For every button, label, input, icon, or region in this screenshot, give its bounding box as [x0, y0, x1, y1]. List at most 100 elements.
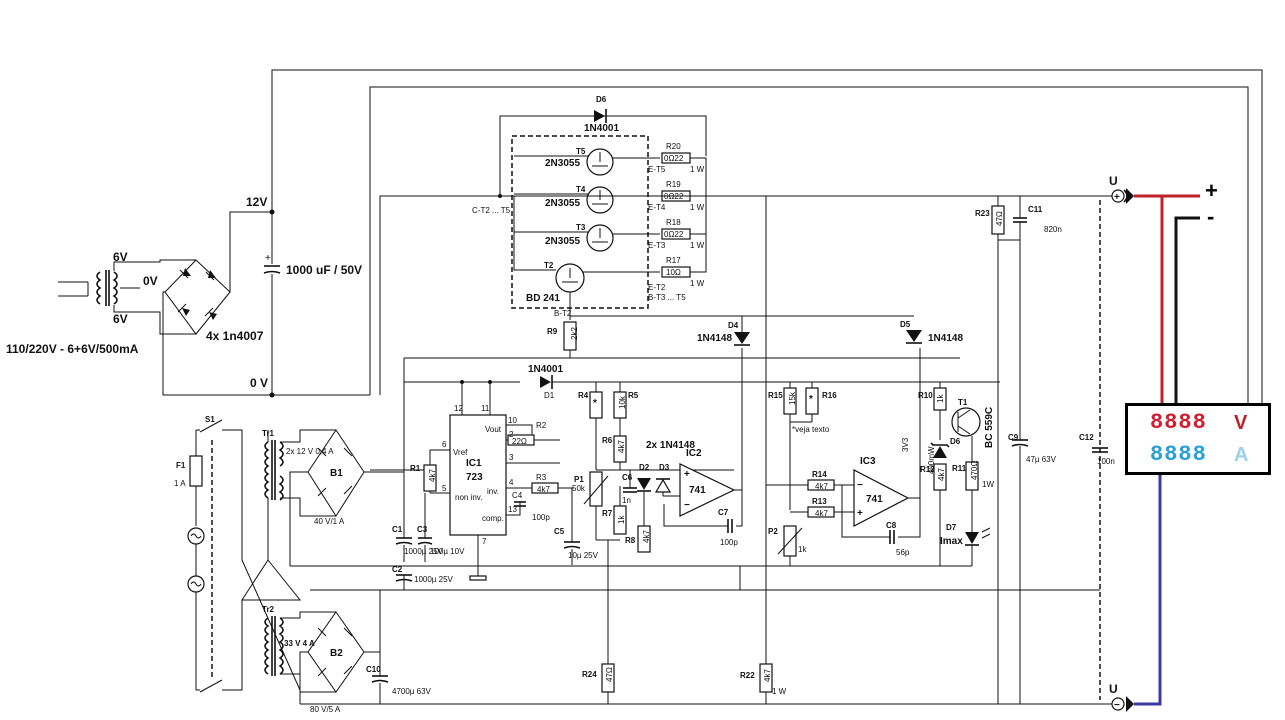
svg-text:741: 741: [689, 485, 706, 496]
svg-text:R20: R20: [666, 142, 681, 151]
svg-text:D2: D2: [639, 463, 650, 472]
bridge-diodes-label: 4x 1n4007: [206, 329, 264, 343]
svg-text:R24: R24: [582, 670, 597, 679]
svg-text:4k7: 4k7: [428, 469, 437, 482]
svg-text:T3: T3: [576, 223, 586, 232]
tap-mid-label: 0V: [143, 274, 158, 288]
positive-label: +: [1205, 178, 1218, 203]
svg-text:0Ω22: 0Ω22: [664, 154, 684, 163]
svg-text:D1: D1: [544, 391, 555, 400]
svg-text:100p: 100p: [720, 538, 738, 547]
svg-text:P2: P2: [768, 527, 778, 536]
svg-text:R13: R13: [812, 497, 827, 506]
svg-text:T1: T1: [958, 398, 968, 407]
svg-text:C11: C11: [1028, 205, 1043, 214]
svg-text:P1: P1: [574, 475, 584, 484]
svg-text:10: 10: [508, 416, 517, 425]
svg-text:0Ω22: 0Ω22: [664, 230, 684, 239]
svg-text:22Ω: 22Ω: [512, 437, 527, 446]
svg-text:D7: D7: [946, 523, 957, 532]
svg-text:R16: R16: [822, 391, 837, 400]
svg-text:2N3055: 2N3055: [545, 158, 580, 169]
svg-text:40 V/1 A: 40 V/1 A: [314, 517, 345, 526]
svg-text:4: 4: [509, 478, 514, 487]
svg-text:4k7: 4k7: [617, 440, 626, 453]
svg-text:D6: D6: [596, 95, 607, 104]
voltage-loop: R4 * R5 10k R6 4k7 P1 50k R7 1k C6 1n 2x…: [572, 316, 750, 704]
svg-text:820n: 820n: [1044, 225, 1062, 234]
svg-text:1 W: 1 W: [690, 203, 705, 212]
svg-text:5: 5: [442, 484, 447, 493]
current-unit: A: [1234, 444, 1249, 466]
svg-text:E-T5: E-T5: [648, 165, 666, 174]
svg-text:1000µ 25V: 1000µ 25V: [414, 575, 454, 584]
svg-text:2x 1N4148: 2x 1N4148: [646, 440, 695, 451]
input-bridge: 4x 1n4007: [162, 211, 272, 396]
svg-text:D5: D5: [900, 320, 911, 329]
svg-text:50k: 50k: [572, 484, 586, 493]
svg-text:10k: 10k: [618, 395, 627, 409]
svg-text:1N4148: 1N4148: [697, 333, 732, 344]
svg-text:3V3: 3V3: [901, 437, 910, 452]
svg-text:741: 741: [866, 494, 883, 505]
mains-section: F1 1 A S1 Tr1 2x 12 V 0,4 A B1 40 V/1 A …: [174, 415, 432, 714]
tap-bot-label: 6V: [113, 312, 128, 326]
svg-text:1k: 1k: [798, 545, 807, 554]
svg-text:R15: R15: [768, 391, 783, 400]
svg-text:1 W: 1 W: [690, 279, 705, 288]
svg-text:100p: 100p: [532, 513, 550, 522]
svg-text:T4: T4: [576, 185, 586, 194]
svg-text:2N3055: 2N3055: [545, 236, 580, 247]
rail-12v-label: 12V: [246, 195, 267, 209]
svg-text:U: U: [1109, 174, 1118, 188]
return-lead: [1134, 474, 1162, 706]
svg-text:2N3055: 2N3055: [545, 198, 580, 209]
svg-text:+: +: [857, 508, 863, 519]
input-transformer: 6V 0V 6V 110/220V - 6+6V/500mA: [6, 250, 196, 356]
svg-text:*veja texto: *veja texto: [792, 425, 830, 434]
tap-top-label: 6V: [113, 250, 128, 264]
svg-text:1W: 1W: [982, 480, 994, 489]
svg-text:4k7: 4k7: [763, 669, 772, 682]
svg-text:C-T2 ... T5: C-T2 ... T5: [472, 206, 511, 215]
svg-text:R1: R1: [410, 464, 421, 473]
svg-text:1 W: 1 W: [772, 687, 787, 696]
svg-text:47Ω: 47Ω: [605, 667, 614, 682]
svg-text:S1: S1: [205, 415, 215, 424]
svg-text:33 V 4 A: 33 V 4 A: [284, 639, 315, 648]
svg-text:R22: R22: [740, 671, 755, 680]
svg-text:C9: C9: [1008, 433, 1019, 442]
svg-text:BD 241: BD 241: [526, 293, 560, 304]
svg-text:R17: R17: [666, 256, 681, 265]
svg-text:T2: T2: [544, 261, 554, 270]
svg-text:R2: R2: [536, 421, 547, 430]
svg-text:inv.: inv.: [487, 487, 499, 496]
svg-text:+: +: [684, 469, 690, 480]
svg-text:D6: D6: [950, 437, 961, 446]
svg-text:R10: R10: [918, 391, 933, 400]
svg-text:100n: 100n: [1097, 457, 1115, 466]
svg-text:Vout: Vout: [485, 425, 502, 434]
svg-text:C5: C5: [554, 527, 565, 536]
svg-text:11: 11: [481, 404, 490, 413]
svg-text:B-T3 ... T5: B-T3 ... T5: [648, 293, 686, 302]
svg-text:1 A: 1 A: [174, 479, 186, 488]
svg-text:−: −: [684, 500, 690, 511]
svg-text:C1: C1: [392, 525, 403, 534]
svg-text:*: *: [809, 394, 813, 405]
svg-text:F1: F1: [176, 461, 186, 470]
svg-text:R7: R7: [602, 509, 613, 518]
svg-text:R18: R18: [666, 218, 681, 227]
svg-text:BC 559C: BC 559C: [984, 407, 995, 448]
outer-wires: [271, 69, 1263, 405]
svg-text:10Ω: 10Ω: [666, 268, 681, 277]
svg-text:1N4001: 1N4001: [528, 364, 563, 375]
svg-text:4k7: 4k7: [537, 485, 550, 494]
svg-text:comp.: comp.: [482, 514, 504, 523]
volt-amp-meter: 8888 V 8888 A: [1125, 403, 1271, 475]
svg-text:−: −: [857, 480, 863, 491]
svg-text:6: 6: [442, 440, 447, 449]
svg-text:R12: R12: [920, 465, 935, 474]
svg-text:E-T3: E-T3: [648, 241, 666, 250]
svg-text:2x 12 V 0,4 A: 2x 12 V 0,4 A: [286, 447, 334, 456]
